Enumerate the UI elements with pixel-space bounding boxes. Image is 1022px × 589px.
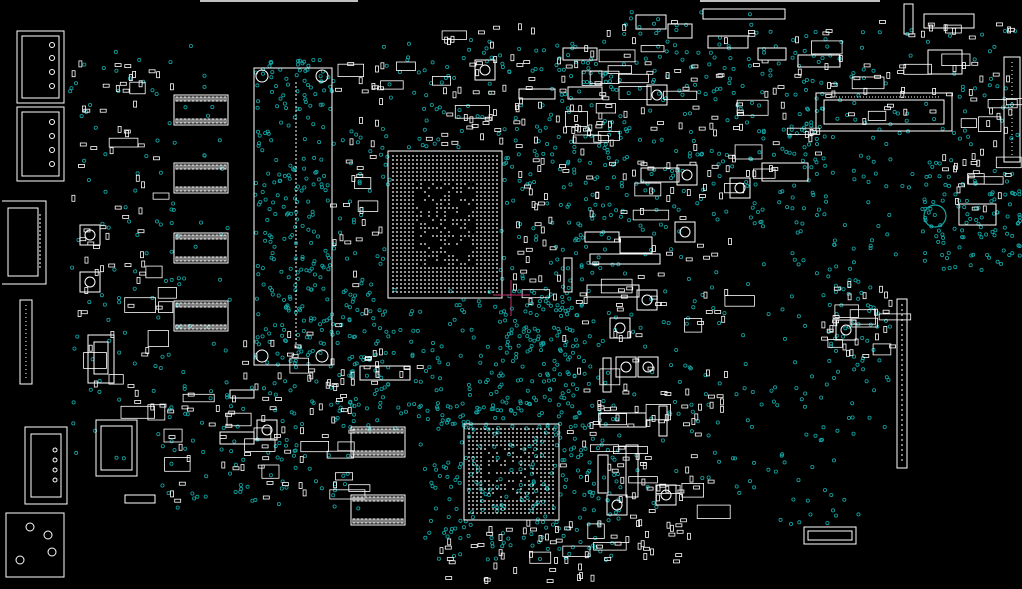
capacitor [567, 86, 603, 100]
capacitor [597, 454, 609, 494]
usb-port[interactable] [16, 106, 65, 182]
inductor [474, 59, 496, 81]
keyboard-connector[interactable] [896, 298, 908, 469]
inductor [646, 84, 668, 106]
capacitor [625, 444, 639, 498]
inductor [636, 289, 658, 311]
capacitor [640, 167, 680, 183]
lan-transformer [95, 419, 138, 477]
capacitor [658, 405, 668, 437]
memory-chip[interactable] [173, 300, 229, 332]
capacitor [359, 365, 411, 381]
capacitor [518, 88, 556, 100]
hdmi-port[interactable] [2, 200, 47, 285]
inductor [729, 177, 751, 199]
audio-jack[interactable] [5, 512, 65, 578]
capacitor [589, 253, 661, 265]
fan-header[interactable] [803, 526, 857, 545]
inductor [79, 224, 101, 246]
battery-connector[interactable] [1003, 56, 1021, 163]
cpu-bga[interactable] [387, 150, 503, 299]
cursor-crosshair [493, 280, 530, 316]
chipset-bga[interactable] [463, 423, 560, 521]
lan-port[interactable] [24, 426, 68, 505]
capacitor [562, 47, 598, 61]
inductor [615, 356, 637, 378]
capacitor [563, 257, 573, 293]
capacitor [586, 284, 640, 298]
capacitor [599, 412, 647, 428]
capacitor [229, 389, 255, 399]
mounting-hole [923, 204, 947, 228]
inductor [609, 317, 631, 339]
vga-connector[interactable] [19, 299, 33, 385]
memory-chip[interactable] [350, 426, 406, 458]
capacitor [619, 236, 653, 254]
sodimm-slot[interactable] [253, 67, 333, 366]
inductor [79, 271, 101, 293]
memory-chip[interactable] [173, 94, 229, 126]
memory-chip[interactable] [173, 232, 229, 264]
capacitor [219, 431, 255, 445]
small-ic [87, 334, 115, 384]
capacitor [757, 47, 787, 61]
usb-port[interactable] [16, 30, 65, 104]
power-connector[interactable] [903, 3, 975, 35]
inductor [835, 319, 857, 341]
capacitor [761, 162, 809, 182]
capacitor [584, 231, 620, 243]
memory-chip[interactable] [173, 162, 229, 194]
inductor [637, 356, 659, 378]
capacitor [707, 35, 749, 49]
inductor [655, 484, 677, 506]
memory-chip-group [173, 94, 406, 526]
inductor [674, 221, 696, 243]
inductor [676, 164, 698, 186]
capacitor [797, 54, 841, 68]
top-connector[interactable] [702, 8, 786, 20]
memory-chip[interactable] [350, 494, 406, 526]
capacitor [667, 23, 693, 39]
capacitor [124, 494, 156, 504]
capacitor [635, 14, 667, 30]
inductor [256, 419, 278, 441]
lcd-connector[interactable] [815, 92, 953, 132]
inductor [606, 494, 628, 516]
capacitor [602, 357, 612, 393]
touchpad-connector[interactable] [927, 49, 997, 226]
